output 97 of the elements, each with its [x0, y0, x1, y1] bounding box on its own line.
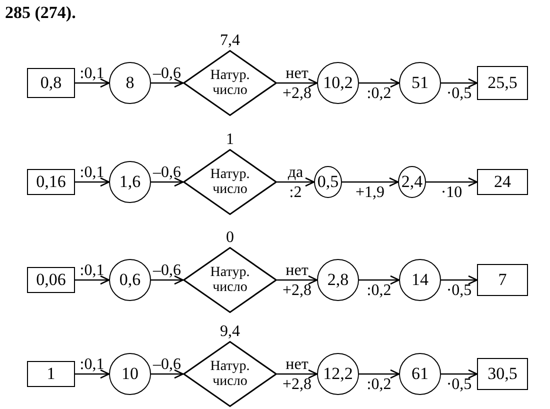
number-circle — [317, 353, 359, 395]
arrow — [342, 177, 399, 187]
number-label: 25,5 — [488, 74, 518, 92]
number-label: 10 — [122, 365, 138, 383]
value-label: 1 — [226, 131, 234, 148]
condition-label: Натур. число — [209, 167, 251, 197]
operation-label: ·0,5 — [446, 85, 472, 102]
operation-label: :0,2 — [366, 376, 392, 393]
arrow — [359, 275, 400, 285]
branch-label: да — [288, 164, 304, 181]
number-label: 51 — [412, 74, 428, 92]
arrow — [151, 177, 184, 187]
number-label: 0,8 — [40, 74, 62, 92]
number-box — [27, 68, 75, 98]
decision-diamond — [183, 247, 277, 313]
number-label: 10,2 — [323, 74, 353, 92]
arrow — [359, 78, 400, 88]
operation-label: –0,6 — [153, 262, 181, 279]
number-circle — [314, 166, 342, 198]
number-circle — [109, 259, 151, 301]
operation-label: ·0,5 — [446, 282, 472, 299]
number-box — [27, 361, 75, 387]
number-label: 0,6 — [119, 271, 141, 289]
number-circle — [399, 62, 441, 104]
number-box — [477, 358, 528, 390]
number-circle — [399, 353, 441, 395]
number-label: 0,06 — [36, 271, 66, 289]
operation-label: :2 — [289, 184, 302, 201]
arrow — [426, 177, 478, 187]
number-label: 1,6 — [119, 173, 141, 191]
arrow — [277, 78, 318, 88]
number-box — [477, 66, 528, 100]
arrow — [75, 78, 110, 88]
number-label: 2,8 — [327, 271, 349, 289]
arrow — [75, 275, 110, 285]
operation-label: :0,1 — [80, 65, 104, 82]
arrow — [441, 275, 478, 285]
number-label: 1 — [46, 365, 56, 383]
arrow — [277, 369, 318, 379]
arrow — [441, 78, 478, 88]
value-label: 9,4 — [220, 323, 240, 340]
number-label: 0,16 — [36, 173, 66, 191]
value-label: 7,4 — [220, 32, 240, 49]
operation-label: +2,8 — [282, 282, 312, 299]
condition-label: Натур. число — [209, 265, 251, 295]
operation-label: ·10 — [440, 184, 462, 201]
number-label: 7 — [498, 271, 507, 289]
number-box — [477, 264, 528, 296]
operation-label: :0,2 — [366, 282, 392, 299]
operation-label: –0,6 — [153, 164, 181, 181]
arrow — [151, 78, 184, 88]
operation-label: :0,2 — [366, 85, 392, 102]
arrow — [359, 369, 400, 379]
condition-label: Натур. число — [209, 68, 251, 98]
arrow — [441, 369, 478, 379]
title: 285 (274). — [5, 3, 76, 22]
number-circle — [317, 259, 359, 301]
number-box — [477, 169, 528, 195]
branch-label: нет — [286, 65, 308, 82]
number-circle — [398, 166, 426, 198]
number-box — [27, 267, 75, 293]
number-label: 2,4 — [401, 173, 423, 191]
branch-label: нет — [286, 262, 308, 279]
number-label: 12,2 — [323, 365, 353, 383]
operation-label: :0,1 — [80, 164, 104, 181]
number-label: 14 — [412, 271, 428, 289]
condition-label: Натур. число — [209, 359, 251, 389]
number-circle — [399, 259, 441, 301]
arrow — [75, 369, 110, 379]
number-circle — [109, 353, 151, 395]
operation-label: ·0,5 — [446, 376, 472, 393]
arrow — [151, 369, 184, 379]
arrow — [151, 275, 184, 285]
decision-diamond — [183, 50, 277, 116]
number-label: 0,5 — [317, 173, 339, 191]
operation-label: –0,6 — [153, 356, 181, 373]
number-circle — [109, 161, 151, 203]
branch-label: нет — [286, 356, 308, 373]
operation-label: –0,6 — [153, 65, 181, 82]
decision-diamond — [183, 341, 277, 407]
number-box — [27, 169, 75, 195]
number-label: 24 — [494, 173, 511, 191]
operation-label: +2,8 — [282, 376, 312, 393]
number-label: 8 — [126, 74, 134, 92]
number-label: 30,5 — [488, 365, 518, 383]
decision-diamond — [183, 149, 277, 215]
number-circle — [109, 62, 151, 104]
operation-label: +1,9 — [355, 184, 385, 201]
arrow — [277, 275, 318, 285]
number-circle — [317, 62, 359, 104]
operation-label: +2,8 — [282, 85, 312, 102]
number-label: 61 — [412, 365, 428, 383]
arrow — [277, 177, 315, 187]
operation-label: :0,1 — [80, 262, 104, 279]
arrow — [75, 177, 110, 187]
value-label: 0 — [226, 229, 234, 246]
operation-label: :0,1 — [80, 356, 104, 373]
